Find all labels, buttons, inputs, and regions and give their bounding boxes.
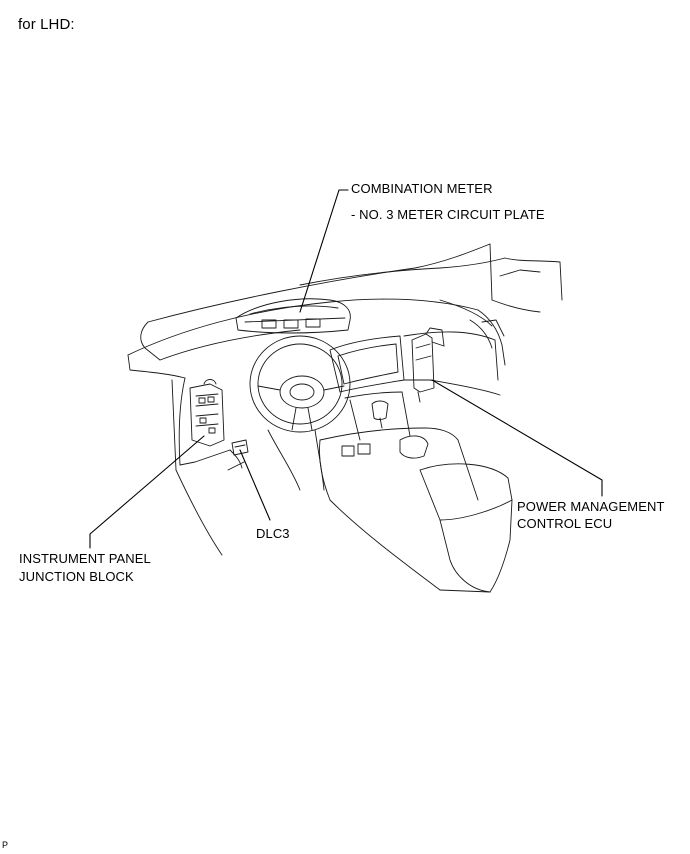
floor-console bbox=[329, 463, 513, 593]
center-console bbox=[319, 335, 479, 501]
leader-lines bbox=[89, 189, 603, 549]
windshield-outline bbox=[147, 243, 563, 323]
power-management-ecu-part bbox=[411, 327, 445, 403]
steering-wheel bbox=[249, 335, 351, 491]
leader-junction-block bbox=[89, 435, 205, 549]
dlc3-part bbox=[231, 439, 249, 456]
junction-block-part bbox=[189, 379, 225, 447]
combination-meter-part bbox=[235, 298, 351, 334]
power-management-label-line1: POWER MANAGEMENT bbox=[517, 499, 665, 514]
junction-block-label-line1: INSTRUMENT PANEL bbox=[19, 551, 151, 566]
junction-block-label-line2: JUNCTION BLOCK bbox=[19, 569, 134, 584]
corner-mark: P bbox=[2, 840, 9, 850]
dash-left-side bbox=[171, 377, 245, 556]
dash-right-side bbox=[403, 331, 501, 396]
leader-combination-meter bbox=[299, 189, 349, 313]
diagram-caption: for LHD: bbox=[18, 16, 75, 33]
meter-circuit-plate-label: - NO. 3 METER CIRCUIT PLATE bbox=[351, 207, 545, 222]
dlc3-label: DLC3 bbox=[256, 526, 290, 541]
leader-dlc3 bbox=[239, 449, 271, 521]
dashboard-top bbox=[127, 298, 506, 379]
leader-power-management-ecu bbox=[431, 379, 603, 497]
power-management-label-line2: CONTROL ECU bbox=[517, 516, 613, 531]
combination-meter-label: COMBINATION METER bbox=[351, 181, 493, 196]
